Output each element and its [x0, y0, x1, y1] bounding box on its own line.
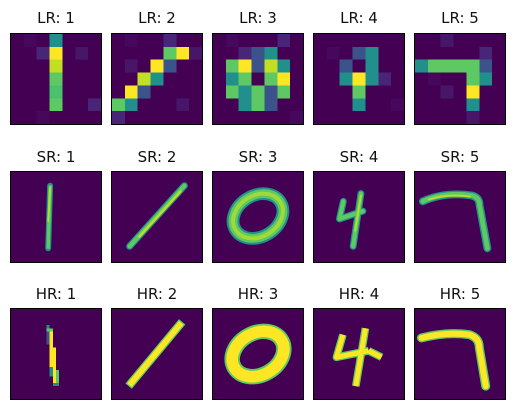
- panel-title-sr-4: SR: 4: [339, 148, 379, 166]
- sr-image-4: [313, 171, 405, 263]
- panel-title-hr-4: HR: 4: [338, 285, 380, 303]
- hr-image-5: [414, 308, 506, 400]
- lr-image-5: [414, 33, 506, 125]
- panel-title-lr-2: LR: 2: [138, 9, 176, 27]
- panel-title-sr-2: SR: 2: [137, 148, 177, 166]
- panel-title-hr-5: HR: 5: [439, 285, 481, 303]
- panel-title-lr-1: LR: 1: [37, 9, 75, 27]
- sr-image-2: [111, 171, 203, 263]
- panel-title-lr-4: LR: 4: [340, 9, 378, 27]
- panel-title-lr-3: LR: 3: [239, 9, 277, 27]
- hr-image-1: [10, 308, 102, 400]
- sr-image-1: [10, 171, 102, 263]
- panel-title-hr-3: HR: 3: [237, 285, 279, 303]
- hr-image-2: [111, 308, 203, 400]
- panel-title-hr-2: HR: 2: [136, 285, 178, 303]
- panel-title-lr-5: LR: 5: [441, 9, 479, 27]
- sr-image-5: [414, 171, 506, 263]
- lr-image-2: [111, 33, 203, 125]
- lr-image-4: [313, 33, 405, 125]
- lr-image-3: [212, 33, 304, 125]
- panel-title-hr-1: HR: 1: [35, 285, 77, 303]
- sr-image-3: [212, 171, 304, 263]
- panel-title-sr-5: SR: 5: [440, 148, 480, 166]
- hr-image-4: [313, 308, 405, 400]
- hr-image-3: [212, 308, 304, 400]
- lr-image-1: [10, 33, 102, 125]
- panel-title-sr-3: SR: 3: [238, 148, 278, 166]
- panel-title-sr-1: SR: 1: [36, 148, 76, 166]
